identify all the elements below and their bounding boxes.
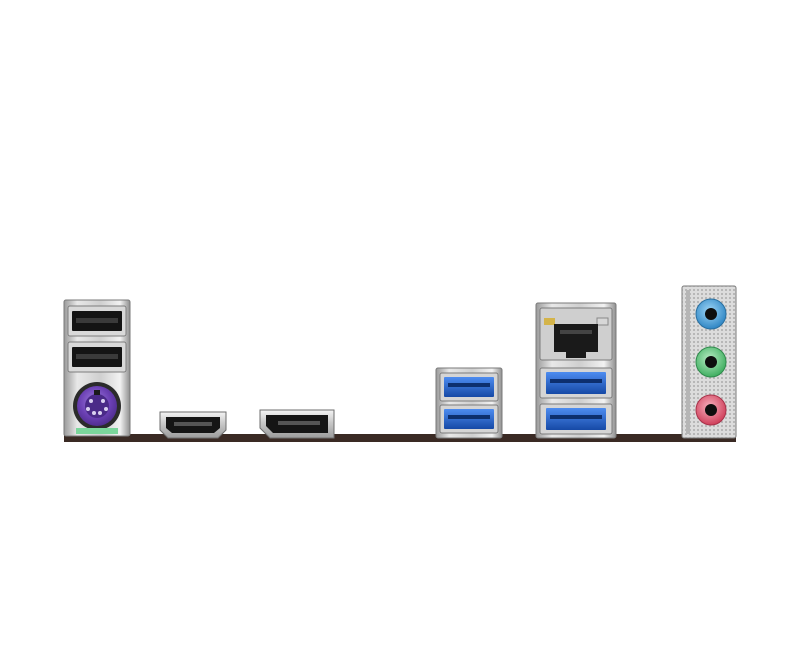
usb3-port-icon[interactable]	[439, 404, 499, 434]
pcb-edge	[64, 434, 736, 442]
usb3-port-icon[interactable]	[439, 372, 499, 402]
hdmi-port-icon[interactable]	[159, 411, 227, 439]
usb3-port-icon[interactable]	[539, 367, 613, 399]
audio-jack-stack	[681, 285, 737, 439]
usb2-ps2-stack	[63, 299, 131, 437]
usb2-port-icon[interactable]	[67, 341, 127, 373]
usb3-port-icon[interactable]	[539, 403, 613, 435]
audio-jack-icon[interactable]	[695, 298, 727, 330]
audio-jack-icon[interactable]	[695, 346, 727, 378]
displayport-icon[interactable]	[259, 409, 335, 439]
ps2-port-icon[interactable]	[73, 382, 121, 434]
usb2-port-icon[interactable]	[67, 305, 127, 337]
ethernet-port-icon[interactable]	[539, 307, 613, 361]
audio-jack-icon[interactable]	[695, 394, 727, 426]
lan-usb3-stack	[535, 302, 617, 439]
usb3-stack	[435, 367, 503, 439]
